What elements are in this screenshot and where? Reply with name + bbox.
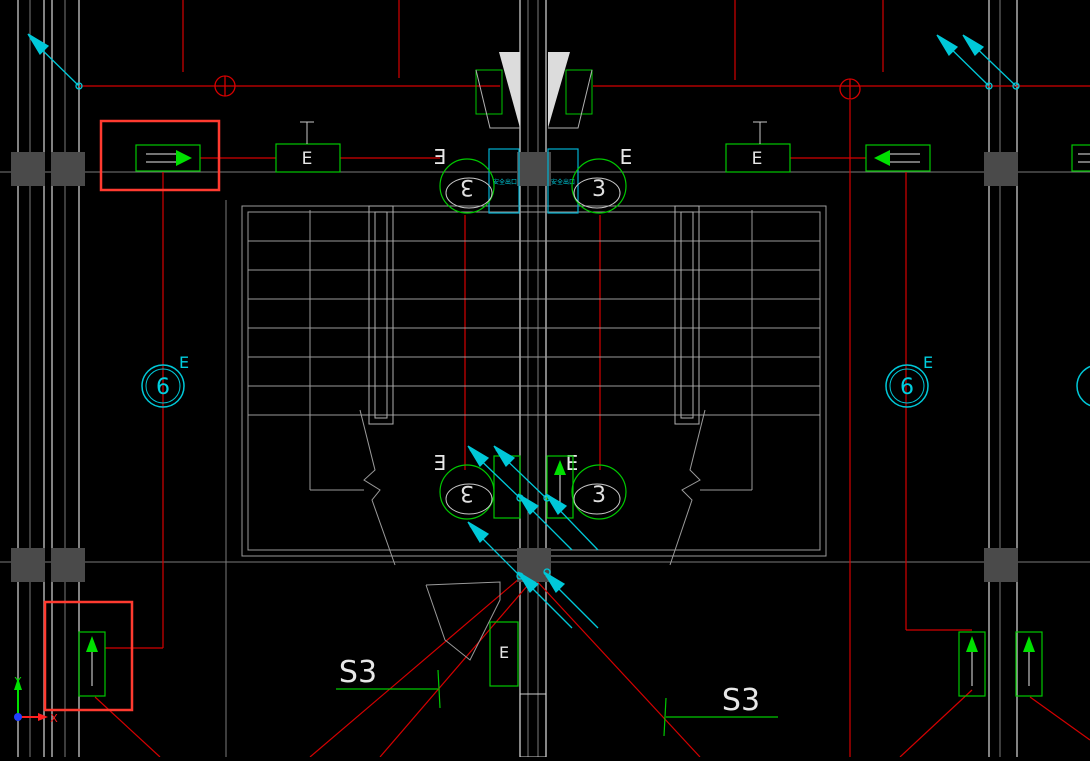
emergency-light-right[interactable]: E [725,121,791,173]
exit-sign-up-right-1[interactable] [958,631,986,697]
exit-sign-left-arrow[interactable] [135,144,201,172]
circuit-marker-6-right[interactable]: 6 E [885,353,933,408]
circuit-number: 3 [460,480,474,505]
emergency-light-label: E [566,451,579,475]
circuit-number-6: 6 [900,375,914,400]
top-door-swing [475,52,593,129]
cyan-leader-arrows [27,33,1020,629]
exit-sign-up-left[interactable] [78,631,106,697]
staircase [241,205,827,758]
exit-sign-up-right-2[interactable] [1015,631,1043,697]
emergency-light-label: E [752,149,763,169]
circuit-marker-6-left[interactable]: 6 E [141,353,189,408]
highlight-box-bottom [43,600,134,712]
emergency-light-left[interactable]: E [275,121,341,173]
emergency-light-bottom[interactable]: E [489,621,519,687]
highlight-box-top [99,119,221,192]
center-exit-panels[interactable]: 安全出口 安全出口 [488,148,579,214]
circuit-marker-bottom-right[interactable]: 3 [571,464,627,520]
circuit-marker-6-edge [1076,365,1090,407]
circuit-mark-e: E [179,353,189,372]
circuit-number: 3 [460,174,474,199]
section-mark-left[interactable]: S3 [336,655,441,709]
structural-columns [11,152,1018,582]
ucs-x-label: X [50,712,58,725]
circuit-marker-top-right[interactable]: 3 [571,158,627,214]
circuit-mark-e: E [923,353,933,372]
emergency-light-label: E [302,149,313,169]
red-ref-circles [214,75,861,100]
section-mark-right[interactable]: S3 [663,683,778,737]
exit-panel-text: 安全出口 [551,178,575,186]
ucs-icon: Y X [14,675,59,725]
exit-sign-right-arrow[interactable] [865,144,931,172]
emergency-light-label: E [499,643,509,662]
circuit-marker-bottom-left[interactable]: 3 [439,464,495,520]
circuit-marker-top-left[interactable]: 3 [439,158,495,214]
exit-panel-text: 安全出口 [493,178,517,186]
section-mark-label: S3 [722,683,760,718]
emergency-light-label: E [434,145,447,169]
emergency-light-label: E [434,451,447,475]
emergency-light-label: E [620,145,633,169]
circuit-number-6: 6 [156,375,170,400]
emergency-light-marks: E E E E [434,145,633,475]
circuit-number: 3 [592,483,606,508]
red-wiring [79,0,1090,758]
ucs-y-label: Y [14,675,22,688]
circuit-number: 3 [592,177,606,202]
section-mark-label: S3 [339,655,377,690]
exit-sign-far-right[interactable] [1071,144,1090,172]
